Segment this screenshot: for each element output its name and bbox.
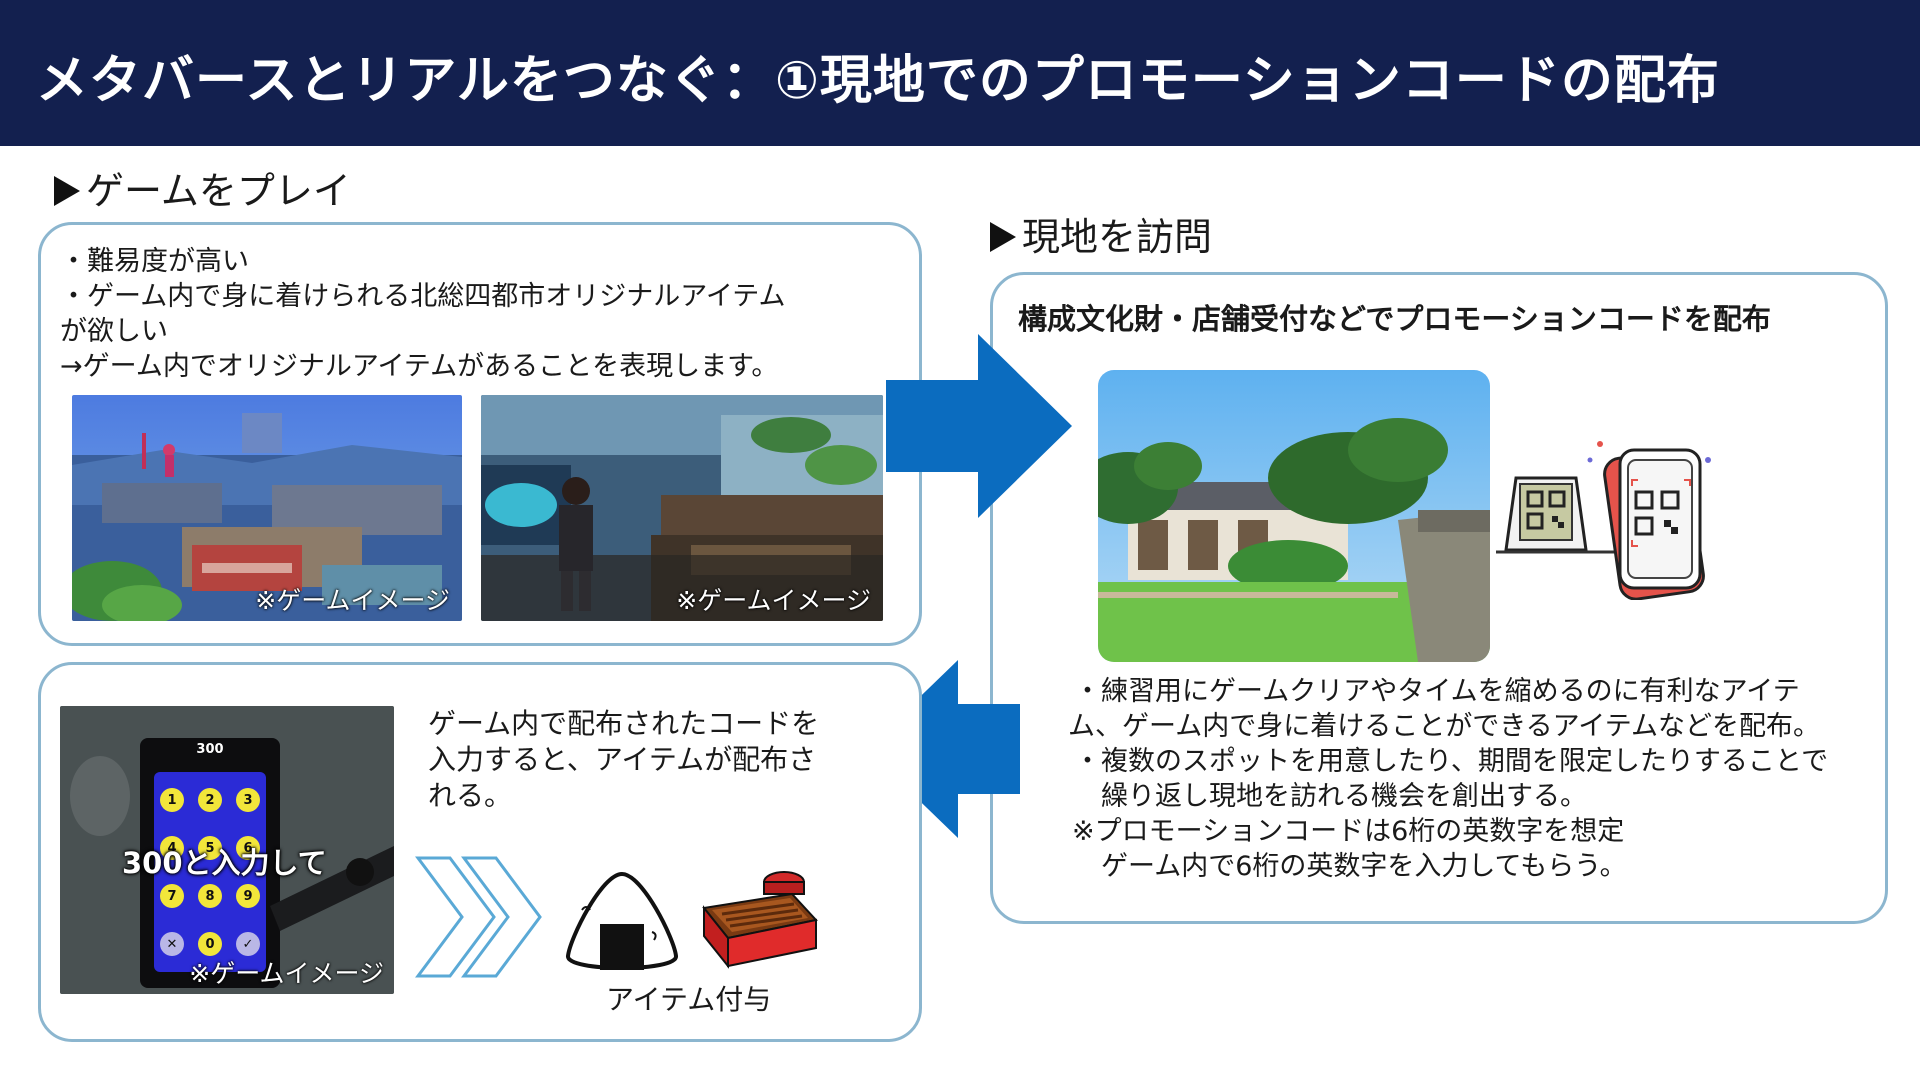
- game-screenshot-1: ※ゲームイメージ: [72, 395, 462, 621]
- game-image-caption: ※ゲームイメージ: [676, 586, 871, 615]
- visit-heading: 構成文化財・店舗受付などでプロモーションコードを配布: [1018, 302, 1771, 336]
- code-entry-text: ゲーム内で配布されたコードを 入力すると、アイテムが配布さ れる。: [428, 706, 819, 814]
- play-line: ・難易度が高い: [60, 246, 249, 277]
- game-scene-town-image: [72, 395, 462, 621]
- visit-text: ・練習用にゲームクリアやタイムを縮めるのに有利なアイテ ム、ゲーム内で身に着ける…: [1068, 674, 1829, 884]
- keypad-key[interactable]: 4: [160, 836, 184, 860]
- item-grant-label: アイテム付与: [606, 983, 772, 1016]
- arrow-right-icon: [886, 334, 1072, 518]
- visit-line: ゲーム内で6桁の英数字を入力してもらう。: [1074, 851, 1627, 882]
- code-entry-line: 入力すると、アイテムが配布さ: [428, 743, 817, 776]
- qr-code-stand-icon: [1496, 438, 1616, 558]
- keypad-key[interactable]: 0: [198, 932, 222, 956]
- onigiri-icon: [562, 868, 682, 978]
- header-bar: メタバースとリアルをつなぐ：①現地でのプロモーションコードの配布: [0, 0, 1920, 146]
- play-line: ・ゲーム内で身に着けられる北総四都市オリジナルアイテム: [60, 281, 786, 312]
- keypad-key[interactable]: ✓: [236, 932, 260, 956]
- keypad-key[interactable]: 8: [198, 884, 222, 908]
- smartphone-qr-icon: [1586, 440, 1716, 600]
- unaju-box-icon: [698, 864, 822, 970]
- play-text: ・難易度が高い ・ゲーム内で身に着けられる北総四都市オリジナルアイテム が欲しい…: [60, 244, 786, 384]
- keypad-display: 300: [196, 742, 224, 757]
- visit-line: ・練習用にゲームクリアやタイムを縮めるのに有利なアイテ: [1074, 676, 1800, 707]
- game-screenshot-2: ※ゲームイメージ: [481, 395, 883, 621]
- play-section-label-text: ゲームをプレイ: [86, 169, 351, 213]
- keypad-key[interactable]: ✕: [160, 932, 184, 956]
- game-image-caption: ※ゲームイメージ: [189, 959, 384, 988]
- visit-section-label: 現地を訪問: [990, 206, 1212, 261]
- arrow-left-icon: [866, 660, 1020, 838]
- garden-photo: [1098, 370, 1490, 662]
- triangle-bullet-icon: [54, 176, 80, 206]
- keypad-key[interactable]: 6: [236, 836, 260, 860]
- page-title: メタバースとリアルをつなぐ：①現地でのプロモーションコードの配布: [36, 51, 1720, 111]
- game-image-caption: ※ゲームイメージ: [255, 586, 450, 615]
- keypad-key[interactable]: 7: [160, 884, 184, 908]
- play-line: が欲しい: [60, 316, 168, 347]
- japanese-garden-image: [1098, 370, 1490, 662]
- visit-line: ・複数のスポットを用意したり、期間を限定したりすることで: [1074, 746, 1829, 777]
- visit-line: 繰り返し現地を訪れる機会を創出する。: [1074, 781, 1587, 812]
- game-keypad-image: [60, 706, 394, 994]
- keypad-overlay-text: 300と入力して: [122, 846, 327, 880]
- game-scene-character-image: [481, 395, 883, 621]
- code-entry-line: ゲーム内で配布されたコードを: [428, 707, 820, 740]
- visit-line: ム、ゲーム内で身に着けることができるアイテムなどを配布。: [1068, 711, 1820, 742]
- keypad-key[interactable]: 9: [236, 884, 260, 908]
- keypad-key[interactable]: 5: [198, 836, 222, 860]
- double-chevron-icon: [414, 854, 544, 980]
- play-line: →ゲーム内でオリジナルアイテムがあることを表現します。: [60, 351, 779, 382]
- keypad-key[interactable]: 3: [236, 788, 260, 812]
- triangle-bullet-icon: [990, 222, 1016, 252]
- keypad-key[interactable]: 2: [198, 788, 222, 812]
- code-entry-line: れる。: [428, 779, 513, 812]
- visit-section-label-text: 現地を訪問: [1022, 215, 1213, 259]
- play-section-label: ゲームをプレイ: [54, 160, 351, 215]
- visit-line: ※プロモーションコードは6桁の英数字を想定: [1072, 816, 1625, 847]
- keypad-key[interactable]: 1: [160, 788, 184, 812]
